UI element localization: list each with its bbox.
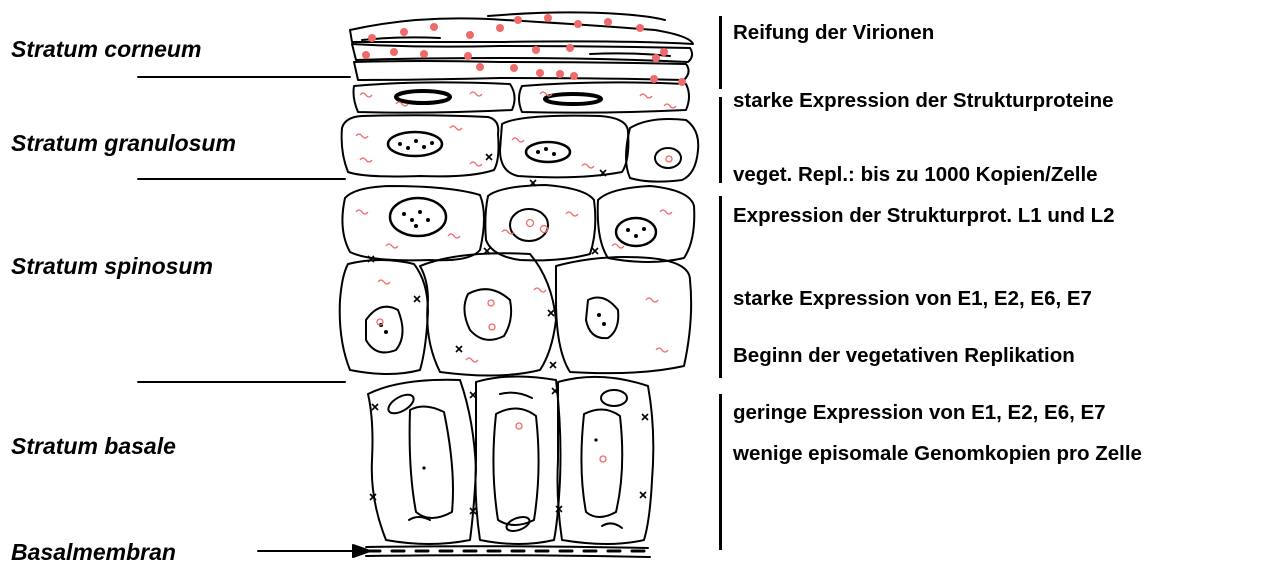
basale-cells	[368, 376, 653, 544]
basal-membrane	[366, 546, 650, 557]
nucleoli	[377, 156, 672, 462]
spinosum-upper-cells	[342, 185, 694, 262]
basalmembran-arrow	[258, 545, 370, 557]
chromatin-speckles	[379, 139, 646, 470]
virus-particles	[362, 14, 686, 86]
granulosum-cells	[342, 115, 699, 181]
spinosum-lower-cells	[340, 253, 691, 375]
